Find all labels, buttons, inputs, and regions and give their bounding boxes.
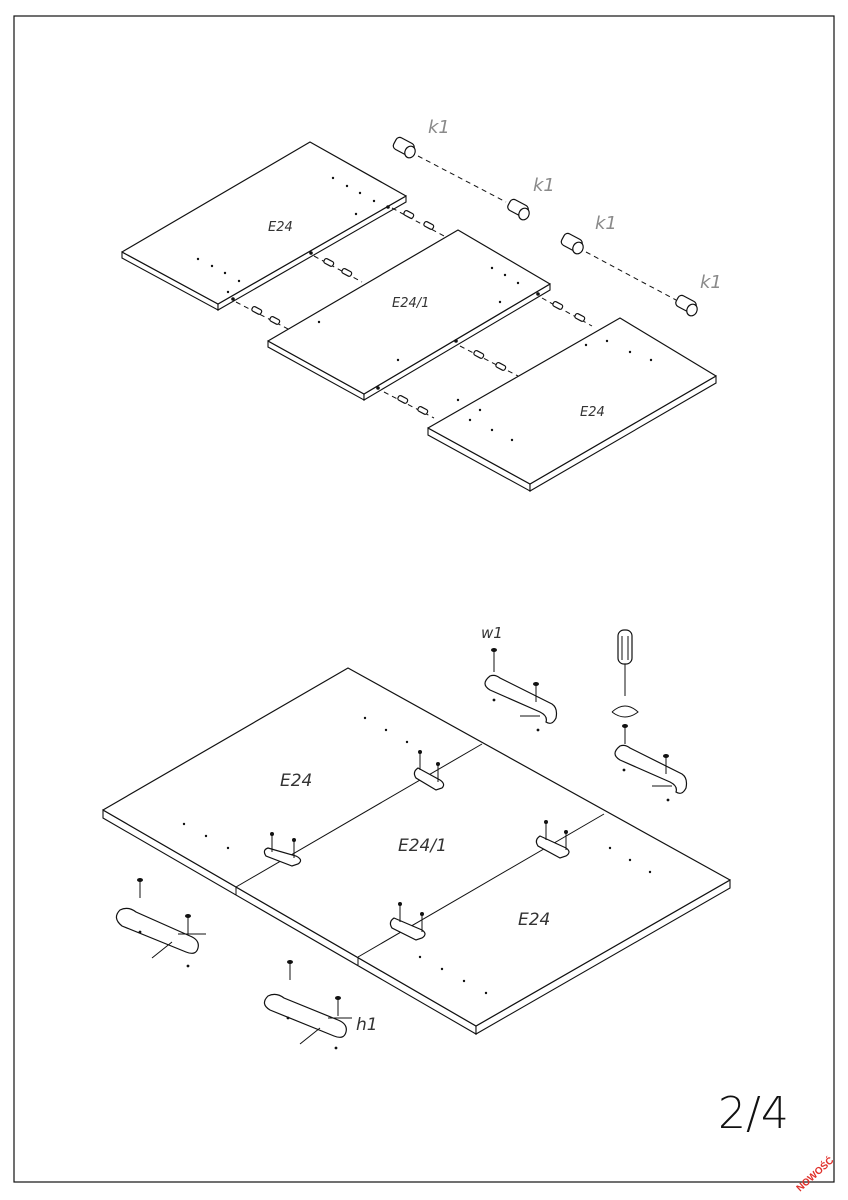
k1-fitting-right-2: k1 <box>675 272 722 317</box>
step2-drill-marks <box>182 716 652 995</box>
k1-label-2: k1 <box>533 175 555 196</box>
k1-label-4: k1 <box>700 272 722 293</box>
mounted-bracket-4 <box>389 902 426 941</box>
step2-panel-middle-label: E24/1 <box>398 836 447 856</box>
rotate-arrow-icon <box>611 705 639 718</box>
k1-label-1: k1 <box>428 117 450 138</box>
step1-connector-dowels <box>235 207 593 419</box>
w1-bracket-detail: w1 <box>481 624 558 732</box>
step1-panel-left-label: E24 <box>268 220 293 235</box>
k1-fitting-top-1: k1 <box>392 117 507 203</box>
h1-bracket-detail: h1 <box>263 960 378 1050</box>
page-frame <box>13 15 835 1183</box>
step1-panel-right: E24 <box>427 317 717 492</box>
step1-panel-middle: E24/1 <box>267 229 551 401</box>
k1-fitting-right-1: k1 <box>560 213 677 301</box>
k1-fitting-top-2: k1 <box>507 175 555 221</box>
step1-panel-middle-label: E24/1 <box>392 296 429 311</box>
step1-panel-left: E24 <box>121 141 407 311</box>
step2-assembled-view: E24 E24/1 E24 <box>102 667 731 1035</box>
mounted-bracket-2 <box>263 832 302 867</box>
bracket-detail-left <box>115 878 206 968</box>
step1-exploded-view: E24 E24/1 E24 <box>121 117 722 492</box>
page-number: 2/4 <box>718 1088 789 1139</box>
step2-panel-right-label: E24 <box>518 910 550 930</box>
screwdriver-detail <box>611 629 688 802</box>
mounted-bracket-1 <box>413 750 445 791</box>
new-stamp: NOWOŚĆ <box>793 1154 836 1195</box>
k1-label-3: k1 <box>595 213 617 234</box>
h1-label: h1 <box>356 1015 378 1035</box>
mounted-bracket-3 <box>535 820 570 859</box>
step1-panel-right-label: E24 <box>580 405 605 420</box>
step2-panel-left-label: E24 <box>280 771 312 791</box>
w1-label: w1 <box>481 624 503 642</box>
